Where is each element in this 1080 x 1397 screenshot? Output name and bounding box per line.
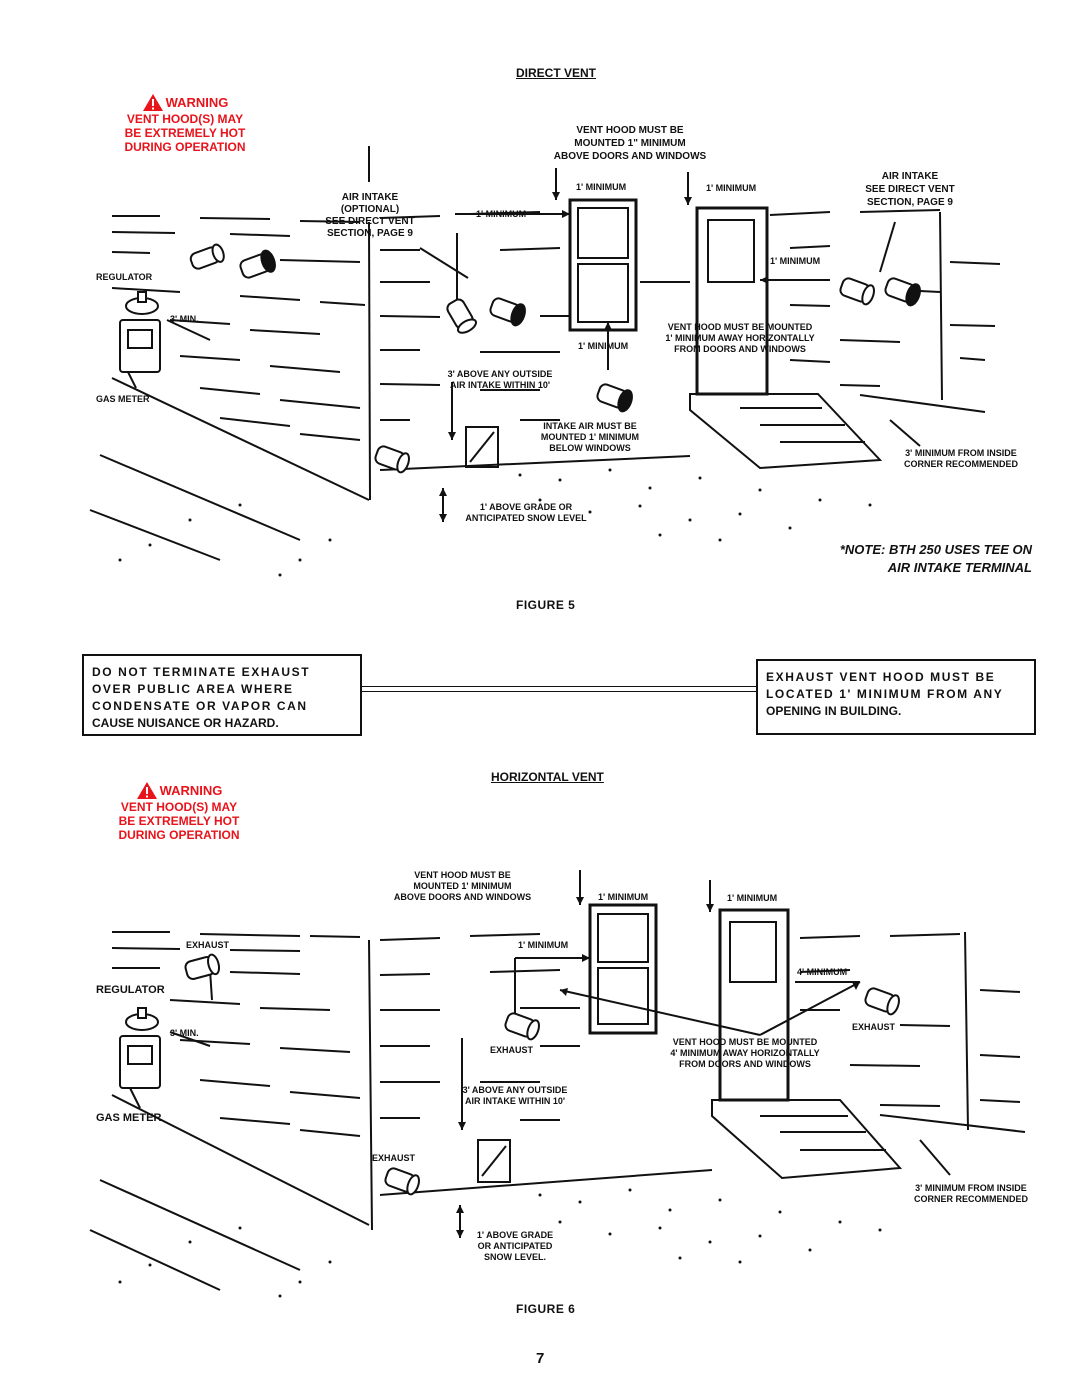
f5-one-min-a: 1' MINIMUM bbox=[576, 182, 627, 192]
f6-exhaust-b: EXHAUST bbox=[852, 1022, 896, 1032]
figure5-heading: DIRECT VENT bbox=[516, 66, 597, 80]
f6-regulator-label: REGULATOR bbox=[96, 984, 165, 996]
f6-four-min: 4' MINIMUM bbox=[797, 967, 848, 977]
f5-one-min-b: 1' MINIMUM bbox=[706, 183, 757, 193]
warning-title: WARNING bbox=[84, 781, 274, 800]
page-number: 7 bbox=[536, 1350, 545, 1367]
f6-one-min-c: 1' MINIMUM bbox=[518, 940, 569, 950]
warning-block-bottom: WARNING VENT HOOD(S) MAY BE EXTREMELY HO… bbox=[84, 781, 274, 842]
f6-one-min-a: 1' MINIMUM bbox=[598, 892, 649, 902]
figure6-caption: FIGURE 6 bbox=[516, 1302, 576, 1316]
callout-opening: EXHAUST VENT HOOD MUST BE LOCATED 1' MIN… bbox=[756, 659, 1036, 735]
f5-one-min-c: 1' MINIMUM bbox=[476, 209, 527, 219]
f6-exhaust-a: EXHAUST bbox=[186, 940, 230, 950]
f6-exhaust-c: EXHAUST bbox=[490, 1045, 534, 1055]
warning-title: WARNING bbox=[90, 93, 280, 112]
callout-public-area: DO NOT TERMINATE EXHAUST OVER PUBLIC ARE… bbox=[82, 654, 362, 736]
warning-triangle-icon bbox=[136, 782, 157, 799]
f5-one-min-d: 1' MINIMUM bbox=[770, 256, 821, 266]
figure6-illustration bbox=[89, 870, 1026, 1298]
f6-one-min-b: 1' MINIMUM bbox=[727, 893, 778, 903]
f5-regulator-label: REGULATOR bbox=[96, 272, 153, 282]
figure5-caption: FIGURE 5 bbox=[516, 598, 576, 612]
figure6-heading: HORIZONTAL VENT bbox=[491, 770, 604, 784]
f6-gas-meter-label: GAS METER bbox=[96, 1112, 162, 1124]
f6-exhaust-d: EXHAUST bbox=[372, 1153, 416, 1163]
f5-one-min-e: 1' MINIMUM bbox=[578, 341, 629, 351]
f5-gas-meter-label: GAS METER bbox=[96, 394, 150, 404]
f6-three-min-label: 3' MIN. bbox=[170, 1028, 199, 1038]
callout-connector bbox=[362, 686, 756, 692]
figure5-illustration bbox=[89, 146, 1001, 577]
f5-three-min-label: 3' MIN. bbox=[170, 314, 199, 324]
warning-block-top: WARNING VENT HOOD(S) MAY BE EXTREMELY HO… bbox=[90, 93, 280, 154]
warning-triangle-icon bbox=[142, 94, 163, 111]
